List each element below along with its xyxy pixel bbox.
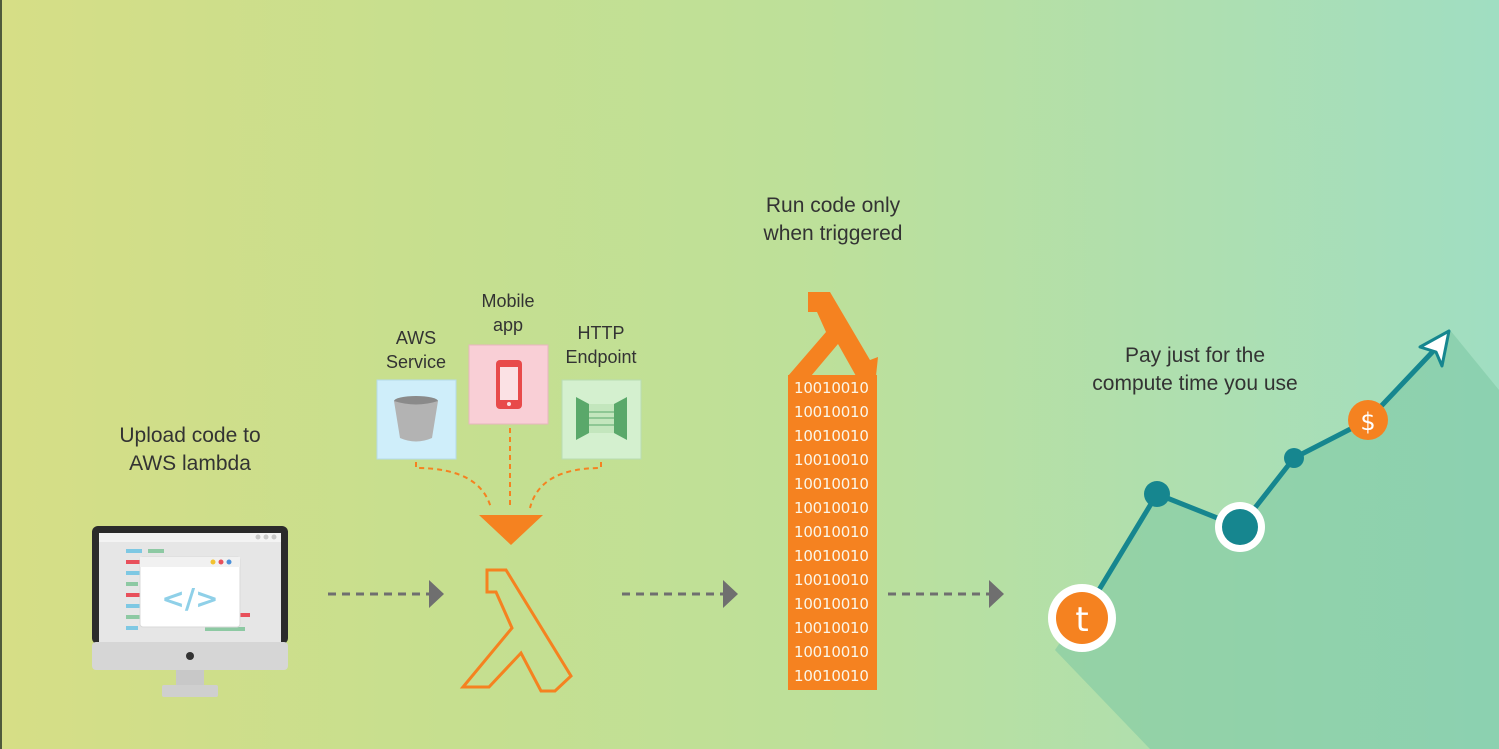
arrow-run-to-pay	[888, 580, 1004, 608]
binary-row: 10010010	[794, 643, 869, 661]
run-step-label: Run code only when triggered	[763, 194, 903, 245]
binary-row: 10010010	[794, 619, 869, 637]
binary-row: 10010010	[794, 571, 869, 589]
binary-column-box	[788, 375, 877, 690]
aws-service-tile	[376, 379, 457, 460]
aws-service-label: AWS Service	[385, 328, 447, 373]
computer-monitor-icon	[92, 526, 288, 697]
pay-step-label: Pay just for the compute time you use	[1092, 344, 1298, 395]
arrow-upload-to-lambda	[328, 580, 444, 608]
binary-row: 10010010	[794, 595, 869, 613]
funnel-arrow-icon	[479, 515, 543, 545]
trigger-connectors	[415, 428, 602, 509]
arrow-lambda-to-run	[622, 580, 738, 608]
lambda-filled-icon	[788, 292, 878, 376]
upload-step-label: Upload code to AWS lambda	[119, 424, 261, 475]
growth-shadow	[1055, 330, 1499, 749]
binary-row: 10010010	[794, 379, 869, 397]
mobile-app-label: Mobile app	[481, 291, 535, 336]
left-border	[0, 0, 2, 749]
growth-chart	[1048, 329, 1451, 652]
binary-row: 10010010	[794, 547, 869, 565]
binary-row: 10010010	[794, 523, 869, 541]
http-endpoint-label: HTTP Endpoint	[565, 323, 637, 368]
http-endpoint-tile	[561, 379, 642, 460]
binary-code-column: 10010010 10010010 10010010 10010010 10010010…	[790, 376, 876, 688]
lambda-outline-icon	[459, 568, 573, 693]
binary-row: 10010010	[794, 499, 869, 517]
binary-row: 10010010	[794, 427, 869, 445]
binary-row: 10010010	[794, 475, 869, 493]
code-icon: </>	[161, 582, 218, 615]
binary-row: 10010010	[794, 451, 869, 469]
mobile-app-tile	[468, 344, 549, 425]
binary-row: 10010010	[794, 403, 869, 421]
time-badge-icon: t	[1075, 600, 1088, 640]
binary-row: 10010010	[794, 667, 869, 685]
cost-badge-icon: $	[1360, 408, 1375, 436]
